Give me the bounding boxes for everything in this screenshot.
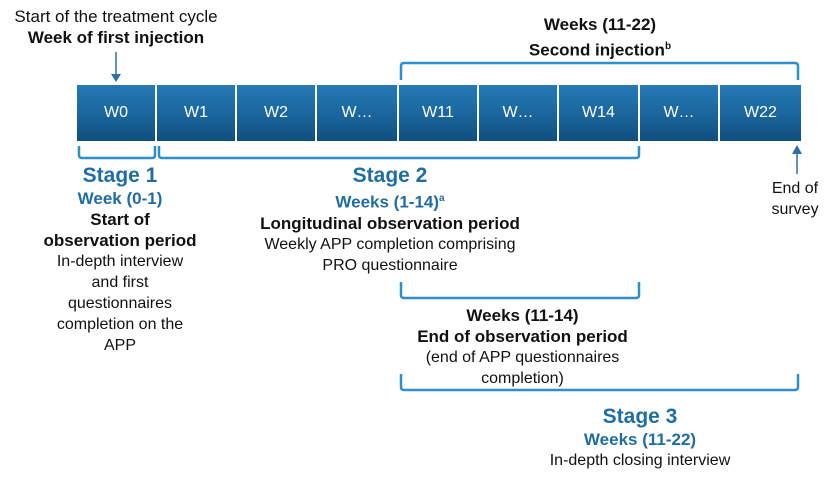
stage2-bracket (157, 146, 641, 160)
end-of-survey-label: End of survey (760, 178, 829, 220)
stage2-weeks-footnote: a (439, 193, 445, 204)
stage2-title: Stage 2 (352, 164, 428, 187)
second-injection-label: Weeks (11-22) Second injectionb (480, 14, 720, 62)
second-injection-footnote: b (664, 41, 672, 52)
weeks-11-14-block: Weeks (11-14) End of observation period … (360, 305, 685, 389)
stage2-block: Stage 2 Weeks (1-14)a Longitudinal obser… (240, 164, 540, 276)
stage2-heading: Longitudinal observation period (260, 213, 520, 233)
first-injection-arrow-head (111, 74, 121, 82)
second-injection-title: Second injection (528, 40, 665, 60)
stage1-body-line: completion on the (56, 316, 184, 333)
stage2-weeks-wrap: Weeks (1-14)a (240, 188, 540, 213)
stage2-body-line: PRO questionnaire (322, 256, 458, 274)
treatment-start-line1: Start of the treatment cycle (14, 7, 218, 26)
weeks-11-14-bracket (399, 282, 641, 300)
week-cell: W… (640, 85, 720, 141)
weeks-11-14-body-line: (end of APP questionnaires (425, 349, 620, 366)
weeks-11-14-body-line: completion) (481, 370, 564, 387)
treatment-start-label: Start of the treatment cycle Week of fir… (0, 6, 232, 48)
stage3-title: Stage 3 (602, 405, 678, 428)
stage3-body: In-depth closing interview (549, 452, 731, 469)
stage1-body-line: and first (91, 274, 149, 291)
week-cell: W22 (720, 85, 801, 141)
stage1-body-line: In-depth interview (56, 253, 184, 270)
week-cell: W0 (77, 85, 157, 141)
week-cell: W1 (157, 85, 237, 141)
stage1-weeks: Week (0-1) (77, 189, 163, 208)
week-cell: W11 (399, 85, 479, 141)
weeks-11-14-title: Weeks (11-14) (466, 306, 579, 325)
second-injection-weeks: Weeks (11-22) (543, 15, 657, 34)
stage3-block: Stage 3 Weeks (11-22) In-depth closing i… (520, 405, 760, 471)
week-cell: W… (317, 85, 399, 141)
stage3-weeks: Weeks (11-22) (583, 430, 697, 449)
stage1-body-line: questionnaires (67, 295, 173, 312)
stage1-title: Stage 1 (82, 164, 158, 187)
stage1-block: Stage 1 Week (0-1) Start of observation … (20, 164, 220, 356)
stage2-weeks: Weeks (1-14) (335, 192, 440, 212)
end-survey-arrow-head (792, 145, 802, 154)
second-injection-text: Second injectionb (480, 36, 720, 62)
stage1-heading-line2: observation period (43, 231, 197, 250)
week-timeline-bar: W0 W1 W2 W… W11 W… W14 W… W22 (77, 85, 801, 141)
stage2-body-line: Weekly APP completion comprising (264, 235, 516, 253)
end-survey-line1: End of (771, 180, 819, 197)
end-survey-line2: survey (771, 201, 819, 218)
stage1-body-line: APP (103, 337, 136, 354)
stage1-bracket (77, 146, 157, 160)
first-injection-label: Week of first injection (27, 28, 205, 47)
week-cell: W14 (559, 85, 640, 141)
week-cell: W2 (237, 85, 317, 141)
end-observation-heading: End of observation period (417, 327, 628, 346)
second-injection-bracket (399, 61, 800, 80)
stage1-heading-line1: Start of (90, 210, 150, 229)
stage3-bracket (399, 374, 800, 392)
week-cell: W… (479, 85, 559, 141)
